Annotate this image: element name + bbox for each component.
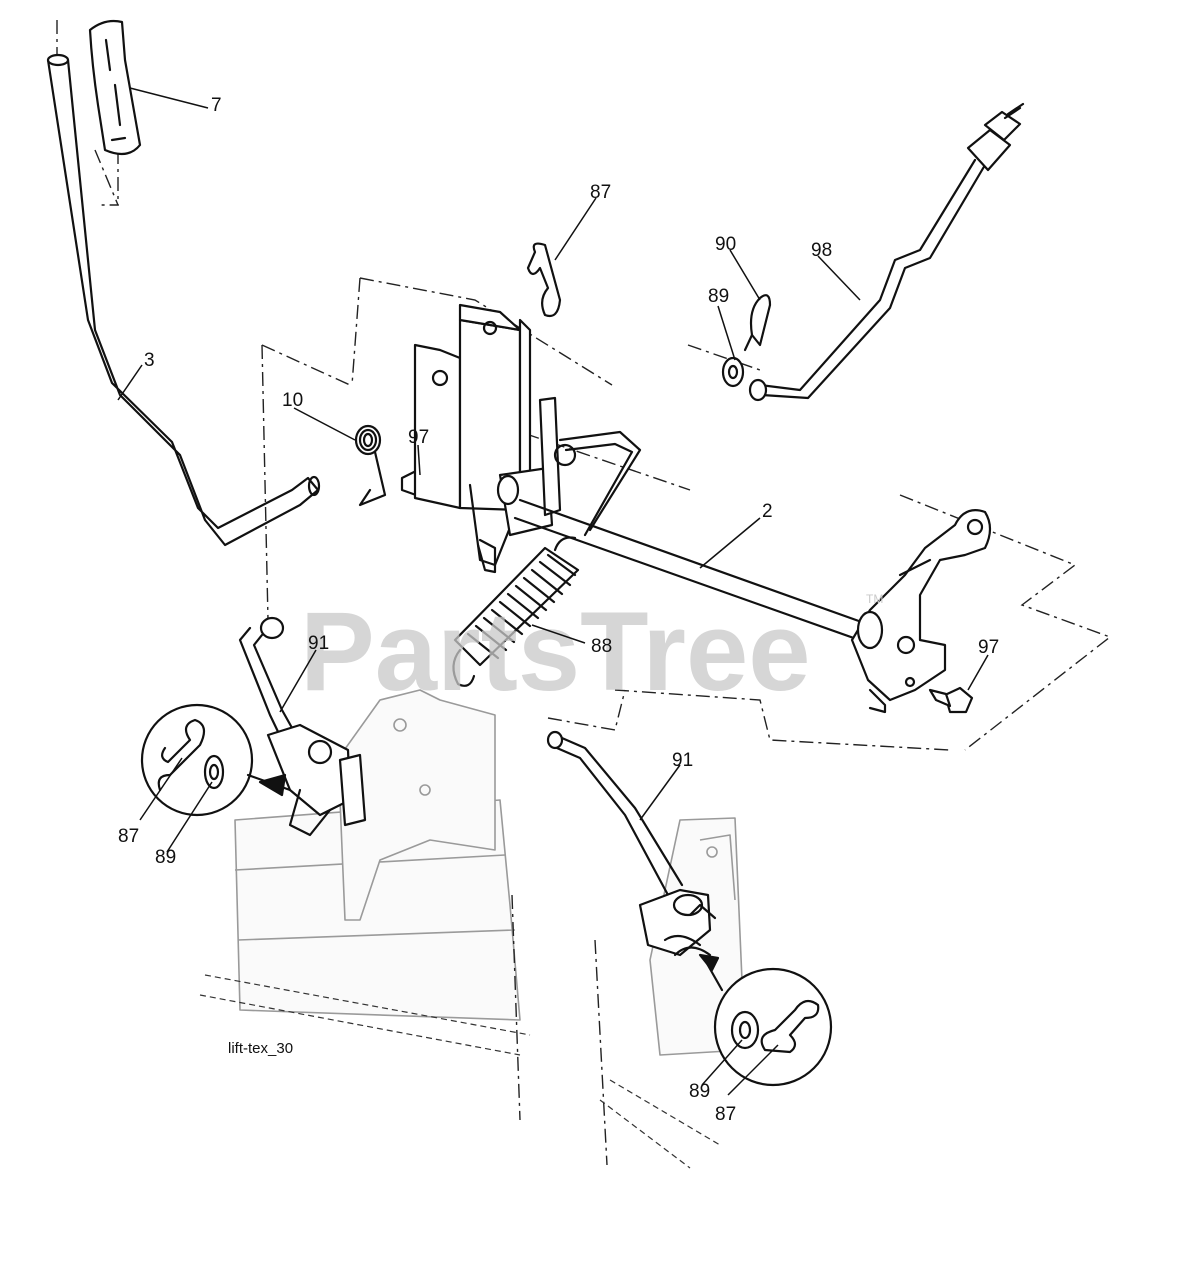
callout-inset-left-washer: 89 — [155, 847, 176, 868]
callout-clip-top: 87 — [590, 182, 611, 203]
callout-link-left: 91 — [308, 633, 329, 654]
callout-link-right: 91 — [672, 750, 693, 771]
callout-torsion-spring: 10 — [282, 390, 303, 411]
callout-lift-lever: 3 — [144, 350, 155, 371]
callout-washer-right: 89 — [708, 286, 729, 307]
deck-bracket-left-phantom — [234, 689, 521, 1021]
callout-bolt-left: 97 — [408, 427, 429, 448]
adjustment-rod — [748, 102, 1025, 402]
bolt-right — [928, 686, 974, 714]
hairpin-clip-rod — [743, 294, 772, 352]
lift-arm-right — [850, 509, 992, 714]
callouts: 7 3 87 10 97 89 90 98 2 88 97 91 91 87 8… — [118, 95, 999, 1125]
callout-lift-shaft: 2 — [762, 501, 773, 522]
hairpin-clip-top — [526, 242, 562, 318]
callout-inset-right-clip: 87 — [715, 1104, 736, 1125]
watermark-trademark: TM — [866, 592, 883, 606]
pivot-bracket — [413, 303, 577, 574]
washer-rod — [721, 356, 745, 388]
watermark: PartsTree TM — [300, 589, 883, 714]
callout-bolt-right: 97 — [978, 637, 999, 658]
inset-detail-right — [698, 953, 833, 1087]
reference-lines — [56, 20, 1112, 1169]
link-left — [238, 616, 367, 837]
callout-handle-grip: 7 — [211, 95, 222, 116]
drawing-id-label: lift-tex_30 — [228, 1040, 293, 1057]
leader-lines — [117, 87, 989, 1096]
link-right — [546, 730, 717, 957]
watermark-text: PartsTree — [300, 589, 811, 714]
callout-clip-right: 90 — [715, 234, 736, 255]
extension-spring — [452, 536, 580, 687]
callout-inset-left-clip: 87 — [118, 826, 139, 847]
torsion-spring — [354, 424, 387, 507]
callout-rod-right: 98 — [811, 240, 832, 261]
callout-extension-spring: 88 — [591, 636, 612, 657]
lift-lever — [46, 53, 321, 547]
handle-grip — [88, 19, 142, 156]
callout-inset-right-washer: 89 — [689, 1081, 710, 1102]
inset-detail-left — [140, 703, 292, 817]
